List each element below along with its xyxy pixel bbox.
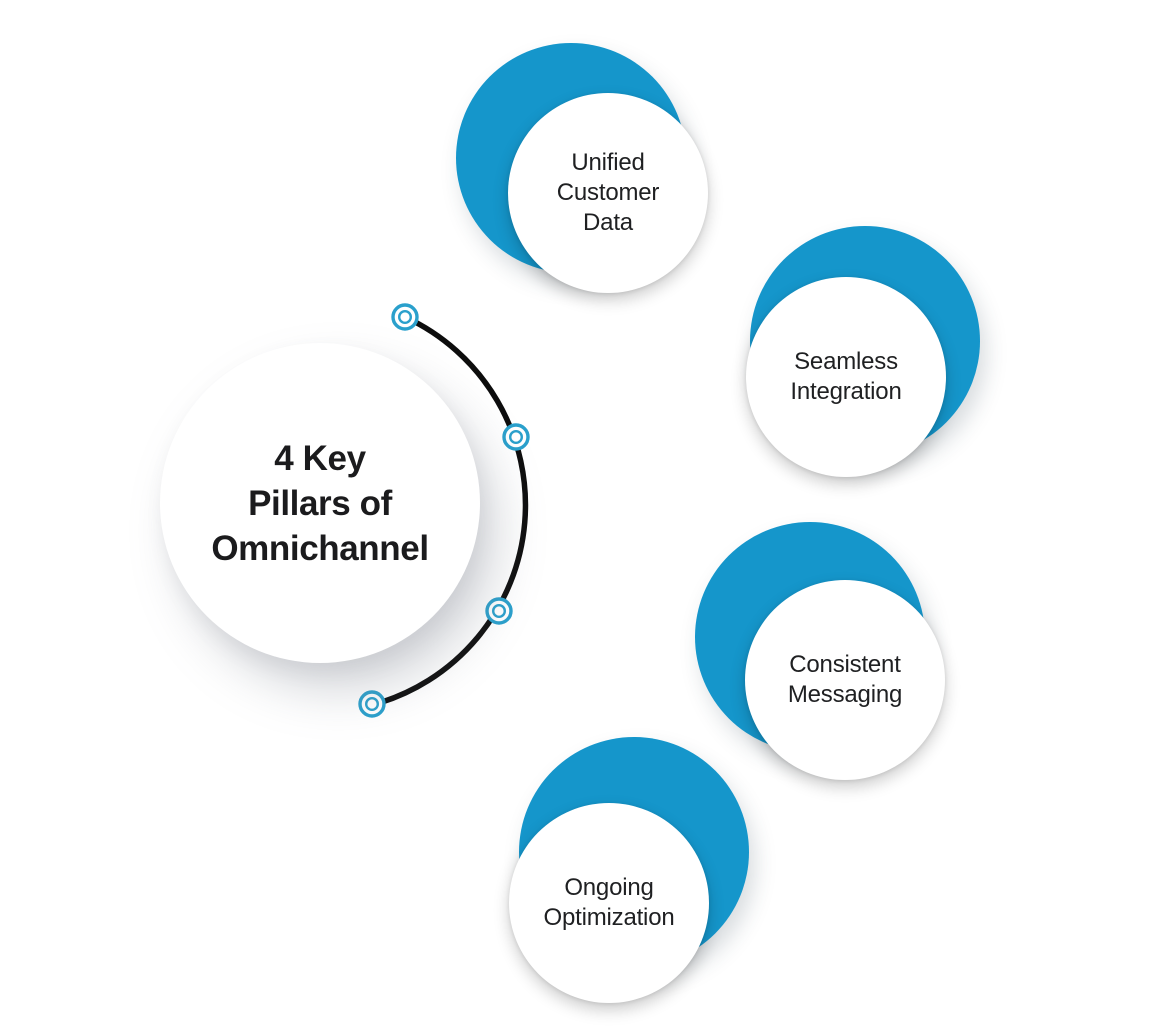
- center-hub-circle: 4 Key Pillars of Omnichannel: [160, 343, 480, 663]
- pillar-unified-customer-data: Unified Customer Data: [456, 43, 708, 293]
- arc-node-icon: [358, 690, 386, 718]
- diagram-title: 4 Key Pillars of Omnichannel: [211, 438, 429, 568]
- pillar-content-circle: Seamless Integration: [746, 277, 946, 477]
- arc-node-icon: [485, 597, 513, 625]
- pillar-content-circle: Ongoing Optimization: [509, 803, 709, 1003]
- pillar-label: Consistent Messaging: [787, 651, 903, 708]
- pillar-ongoing-optimization: Ongoing Optimization: [509, 737, 749, 1003]
- pillar-seamless-integration: Seamless Integration: [746, 226, 980, 477]
- pillar-content-circle: Consistent Messaging: [745, 580, 945, 780]
- pillar-content-circle: Unified Customer Data: [508, 93, 708, 293]
- pillar-consistent-messaging: Consistent Messaging: [695, 522, 945, 780]
- pillar-label: Unified Customer Data: [556, 149, 660, 236]
- arc-node-icon: [391, 303, 419, 331]
- pillar-label: Seamless Integration: [790, 348, 902, 405]
- arc-node-icon: [502, 423, 530, 451]
- pillar-label: Ongoing Optimization: [543, 874, 675, 931]
